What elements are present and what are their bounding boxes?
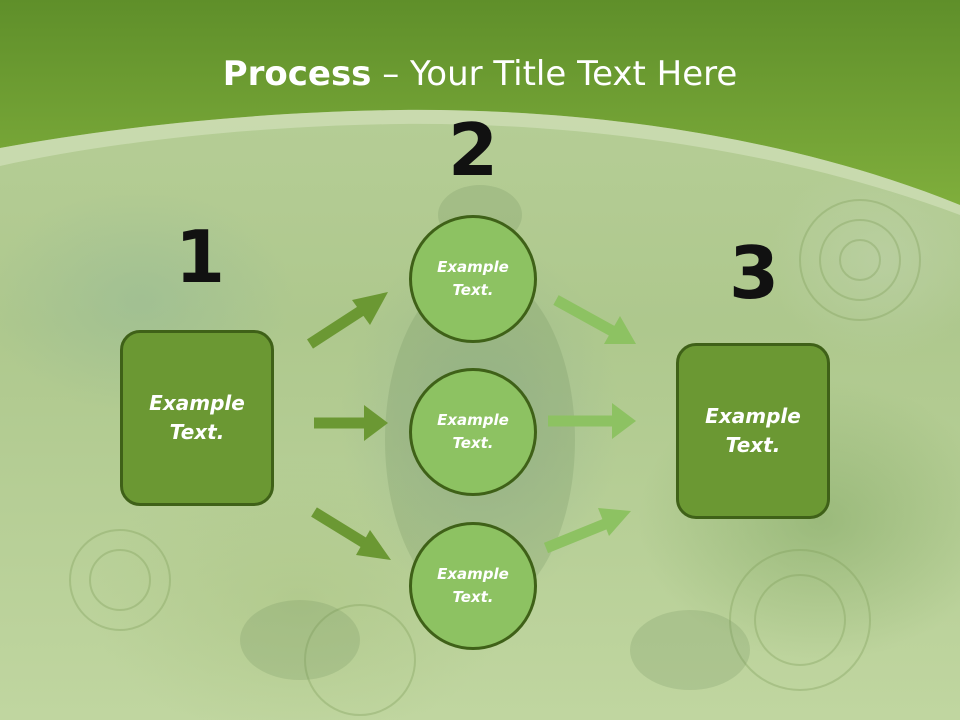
circle-middle-text: Example Text.: [437, 411, 509, 452]
circle-top[interactable]: Example Text.: [409, 215, 537, 343]
slide-title: Process – Your Title Text Here: [0, 52, 960, 96]
title-bold: Process: [222, 54, 372, 94]
step-number-2: 2: [447, 108, 499, 192]
arrow-left-to-top: [307, 292, 388, 349]
circle-bottom[interactable]: Example Text.: [409, 522, 537, 650]
right-process-box[interactable]: Example Text.: [676, 343, 830, 519]
circle-bottom-text: Example Text.: [437, 565, 509, 606]
step-number-1: 1: [174, 215, 226, 299]
circle-top-text: Example Text.: [437, 258, 509, 299]
arrow-left-to-middle: [314, 405, 388, 441]
arrow-middle-to-right: [548, 403, 636, 439]
header-band: [0, 0, 960, 215]
circle-middle[interactable]: Example Text.: [409, 368, 537, 496]
left-process-box[interactable]: Example Text.: [120, 330, 274, 506]
arrow-bottom-to-right: [543, 508, 631, 554]
arrow-left-to-bottom: [311, 507, 391, 560]
arrow-top-to-right: [553, 295, 636, 344]
left-box-text: Example Text.: [149, 391, 245, 444]
title-rest: – Your Title Text Here: [371, 54, 738, 94]
step-number-3: 3: [728, 231, 780, 315]
right-box-text: Example Text.: [705, 404, 801, 457]
